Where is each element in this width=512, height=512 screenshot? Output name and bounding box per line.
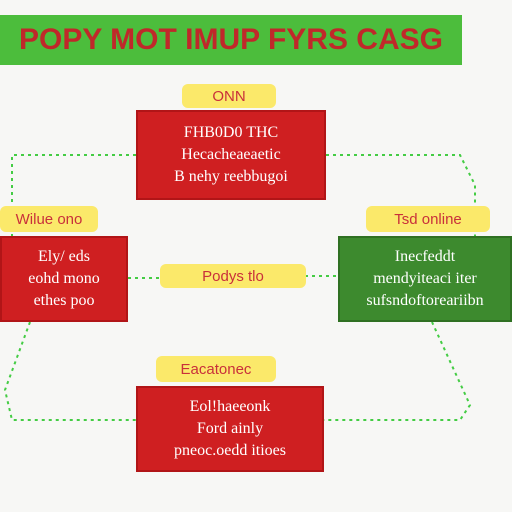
right-node-line: sufsndoftoreariibn [366,292,484,309]
bottom-node-line: Ford ainly [196,420,264,437]
left-node-line: Ely/ eds [38,248,90,265]
connector-right-bottom [322,321,472,421]
bottom-node-line: Eol!haeeonk [189,398,271,415]
left-node-tag: Wilue ono [0,206,98,232]
title-banner: POPY MOT IMUP FYRS CASG [0,15,462,65]
connector-left-bottom [3,321,136,421]
right-node-line: Inecfeddt [394,248,456,265]
bottom-node-box: Eol!haeeonk Ford ainly pneoc.oedd itioes [136,386,324,472]
top-node-line: FHB0D0 THC [183,124,279,141]
center-node-tag: Podys tlo [160,264,306,288]
left-node-line: ethes poo [33,292,95,309]
left-node-box: Ely/ eds eohd mono ethes poo [0,236,128,322]
top-node-line: B nehy reebbugoi [174,168,288,185]
diagram-title: POPY MOT IMUP FYRS CASG [19,23,443,56]
top-node-tag: ONN [182,84,276,108]
right-node-line: mendyiteaci iter [373,270,477,287]
left-node-line: eohd mono [28,270,100,287]
right-node-tag: Tsd online [366,206,490,232]
bottom-node-tag: Eacatonec [156,356,276,382]
top-node-box: FHB0D0 THC Hecacheaeaetic B nehy reebbug… [136,110,326,200]
right-node-box: Inecfeddt mendyiteaci iter sufsndoftorea… [338,236,512,322]
top-node-line: Hecacheaeaetic [181,146,281,163]
bottom-node-line: pneoc.oedd itioes [174,442,286,459]
